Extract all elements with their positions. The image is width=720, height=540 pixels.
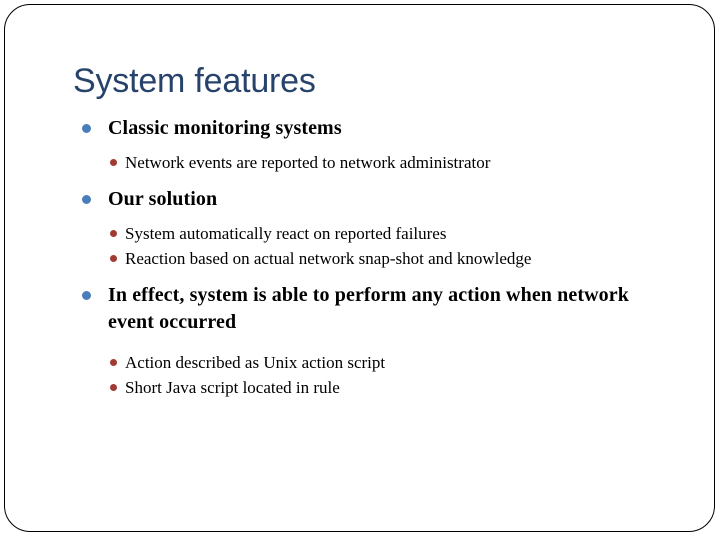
bullet-level2: Action described as Unix action script	[5, 351, 716, 374]
slide-body: Classic monitoring systems Network event…	[5, 115, 716, 401]
spacer	[5, 338, 716, 351]
bullet-text: In effect, system is able to perform any…	[108, 284, 629, 333]
bullet-text: System automatically react on reported f…	[125, 224, 447, 243]
bullet-dot-level2-icon	[110, 359, 117, 366]
bullet-text: Reaction based on actual network snap-sh…	[125, 249, 532, 268]
spacer	[5, 144, 716, 151]
bullet-dot-level2-icon	[110, 255, 117, 262]
bullet-dot-level2-icon	[110, 384, 117, 391]
bullet-text: Action described as Unix action script	[125, 353, 386, 372]
bullet-level2: System automatically react on reported f…	[5, 222, 716, 245]
bullet-text: Short Java script located in rule	[125, 378, 340, 397]
spacer	[5, 176, 716, 186]
bullet-dot-level1-icon	[82, 124, 91, 133]
bullet-dot-level1-icon	[82, 195, 91, 204]
bullet-level1: Classic monitoring systems	[5, 115, 716, 142]
spacer	[5, 215, 716, 222]
bullet-text: Classic monitoring systems	[108, 117, 342, 139]
bullet-level2: Short Java script located in rule	[5, 376, 716, 399]
slide-frame: System features Classic monitoring syste…	[4, 4, 715, 532]
bullet-dot-level1-icon	[82, 291, 91, 300]
bullet-dot-level2-icon	[110, 159, 117, 166]
slide-title: System features	[73, 62, 316, 100]
bullet-text: Our solution	[108, 188, 218, 210]
bullet-level2: Network events are reported to network a…	[5, 151, 716, 174]
bullet-level1: In effect, system is able to perform any…	[5, 282, 716, 336]
bullet-text: Network events are reported to network a…	[125, 153, 491, 172]
bullet-level2: Reaction based on actual network snap-sh…	[5, 247, 716, 270]
spacer	[5, 272, 716, 282]
bullet-level1: Our solution	[5, 186, 716, 213]
bullet-dot-level2-icon	[110, 230, 117, 237]
